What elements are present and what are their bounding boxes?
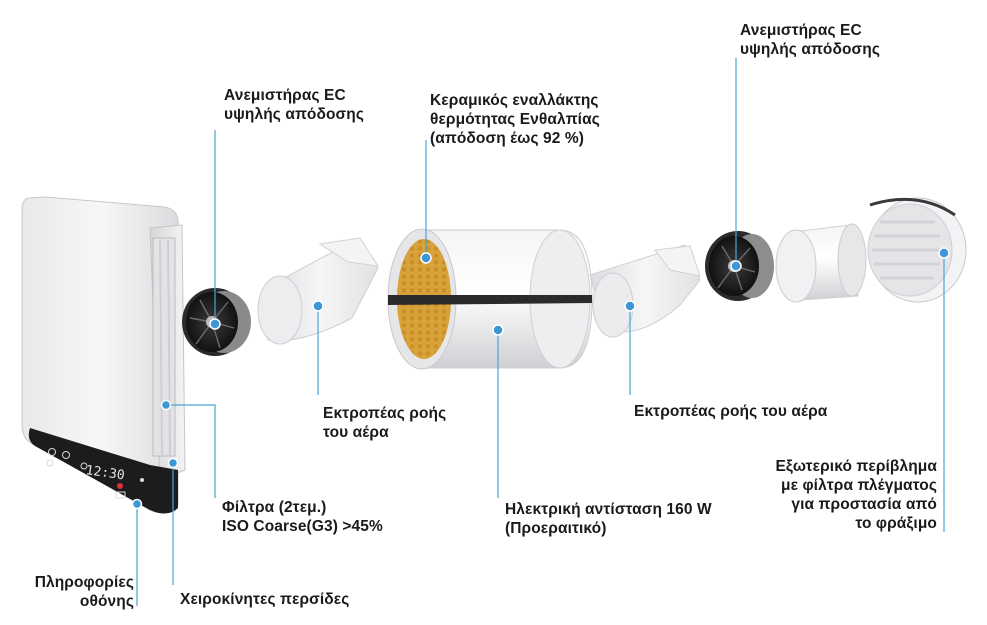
label-deflector-left: Εκτροπέας ροής του αέρα — [323, 405, 447, 441]
leader-lines — [136, 58, 945, 606]
display-clock: 12:30 — [85, 463, 126, 483]
label-display-info: Πληροφορίες οθόνης — [34, 574, 134, 610]
label-fan-left: Ανεμιστήρας EC υψηλής απόδοσης — [224, 87, 364, 123]
label-louvers: Χειροκίνητες περσίδες — [180, 591, 350, 608]
deflector-left — [257, 237, 380, 345]
label-deflector-right: Εκτροπέας ροής του αέρα — [634, 403, 828, 420]
label-fan-right: Ανεμιστήρας EC υψηλής απόδοσης — [740, 22, 880, 58]
leader-dots — [131, 247, 950, 510]
display-panel: 12:30 — [46, 448, 144, 499]
wall-unit: 12:30 — [21, 196, 186, 514]
pipe-sleeve — [775, 223, 867, 303]
ceramic-exchanger — [387, 228, 593, 370]
deflector-right — [589, 244, 701, 338]
label-external-housing: Εξωτερικό περίβλημα με φίλτρα πλέγματος … — [775, 458, 937, 532]
external-housing — [867, 197, 967, 303]
label-heater: Ηλεκτρική αντίσταση 160 W (Προεραιτικό) — [505, 501, 712, 537]
leader-filters — [166, 404, 216, 498]
label-filters: Φίλτρα (2τεμ.) ISO Coarse(G3) >45% — [222, 499, 383, 535]
label-ceramic-exchanger: Κεραμικός εναλλάκτης θερμότητας Ενθαλπία… — [430, 92, 600, 147]
